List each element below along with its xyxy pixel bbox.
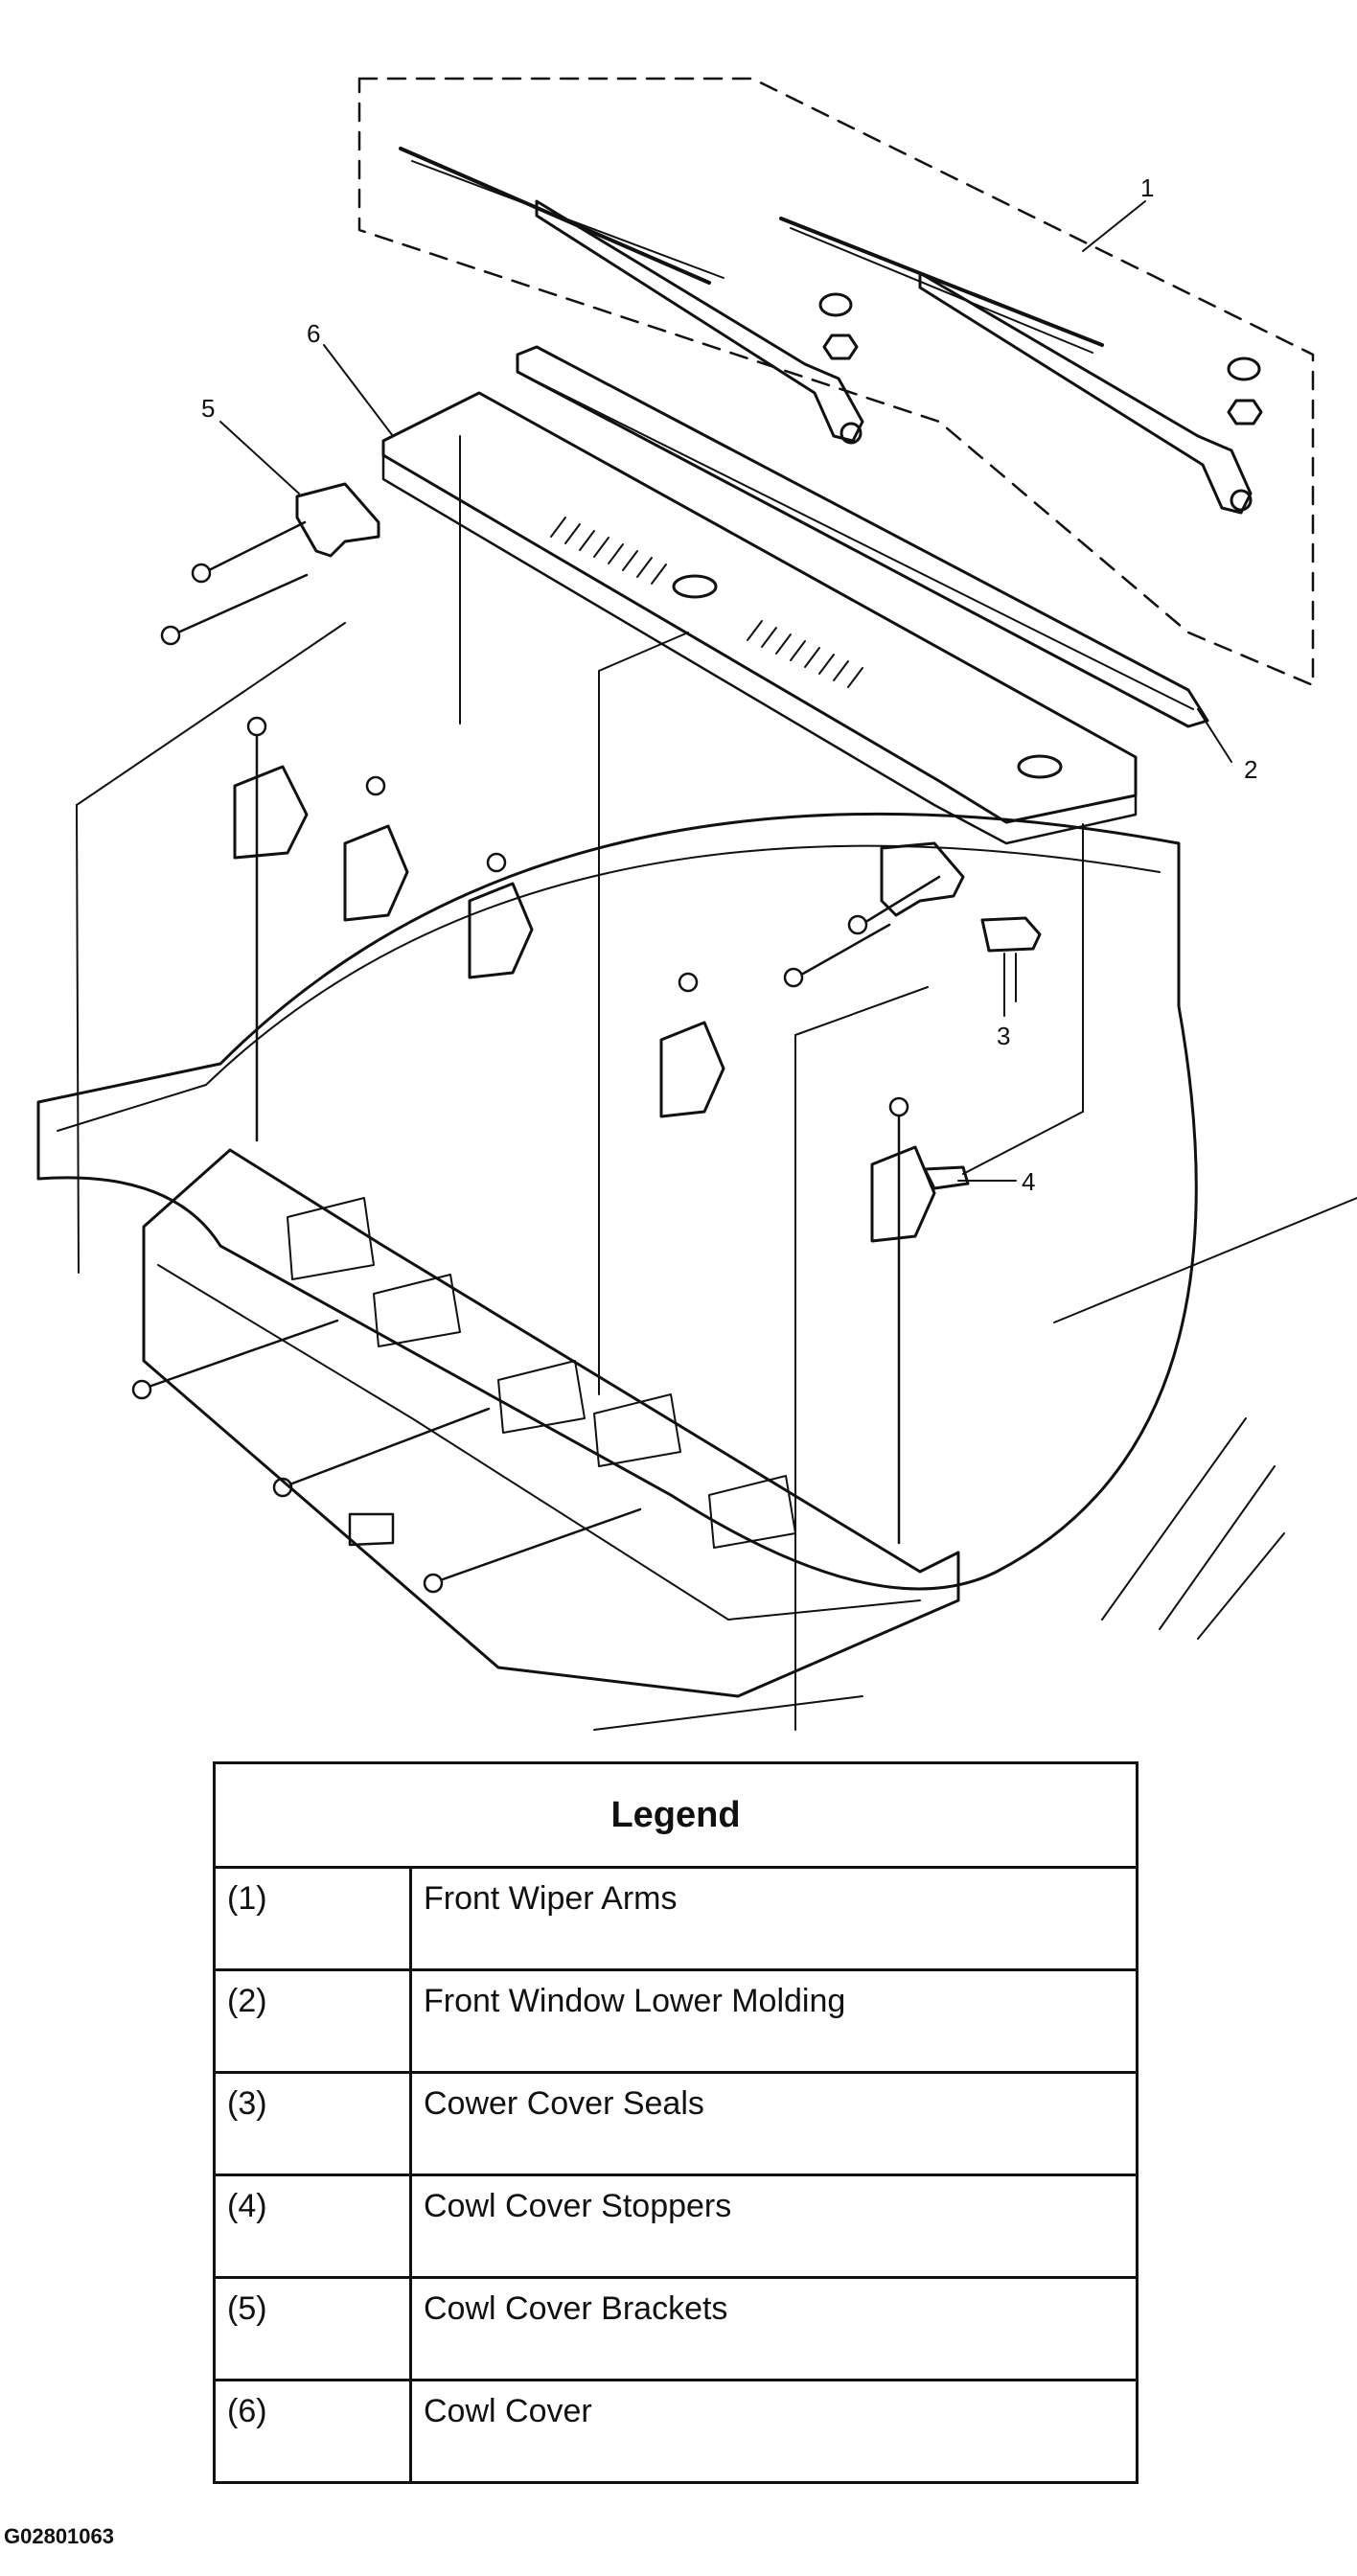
legend-row: (5) Cowl Cover Brackets bbox=[213, 2276, 1138, 2381]
legend-row: (1) Front Wiper Arms bbox=[213, 1866, 1138, 1971]
cowl-seal bbox=[980, 916, 1042, 953]
left-wiper-arm bbox=[399, 147, 864, 445]
callout-3: 3 bbox=[997, 1022, 1010, 1050]
wiper-nut-caps bbox=[818, 292, 1263, 426]
cowl-body bbox=[142, 1148, 960, 1698]
callout-5: 5 bbox=[201, 394, 215, 423]
legend-number: (1) bbox=[213, 1866, 412, 1971]
legend-number: (6) bbox=[213, 2379, 412, 2484]
legend-number: (3) bbox=[213, 2071, 412, 2176]
clip bbox=[348, 1512, 395, 1547]
callout-6: 6 bbox=[307, 319, 320, 348]
right-wiper-arm bbox=[779, 217, 1253, 515]
cowl-bracket-right bbox=[880, 841, 965, 917]
legend-label: Cower Cover Seals bbox=[409, 2071, 1138, 2176]
figure-id: G02801063 bbox=[4, 2524, 114, 2548]
callout-2: 2 bbox=[1244, 755, 1257, 784]
screws bbox=[131, 520, 941, 1594]
exploded-parts-diagram: 1 2 3 4 5 6 bbox=[36, 77, 1357, 1731]
legend-row: (3) Cower Cover Seals bbox=[213, 2071, 1138, 2176]
legend-label: Cowl Cover Stoppers bbox=[409, 2174, 1138, 2279]
cowl-cover bbox=[381, 391, 1138, 845]
windshield bbox=[36, 812, 1198, 1591]
callout-1: 1 bbox=[1140, 173, 1154, 202]
lower-molding bbox=[516, 345, 1209, 728]
cowl-stoppers bbox=[233, 765, 970, 1243]
legend-title: Legend bbox=[213, 1761, 1138, 1869]
callout-4: 4 bbox=[1022, 1167, 1035, 1196]
legend-label: Front Wiper Arms bbox=[409, 1866, 1138, 1971]
legend-number: (2) bbox=[213, 1968, 412, 2074]
legend-label: Cowl Cover bbox=[409, 2379, 1138, 2484]
legend-table: Legend (1) Front Wiper Arms (2) Front Wi… bbox=[213, 1761, 1138, 2484]
cowl-bracket-left bbox=[295, 482, 380, 558]
legend-number: (4) bbox=[213, 2174, 412, 2279]
legend-label: Cowl Cover Brackets bbox=[409, 2276, 1138, 2381]
legend-label: Front Window Lower Molding bbox=[409, 1968, 1138, 2074]
wiper-kit-boundary bbox=[357, 77, 1315, 687]
legend-number: (5) bbox=[213, 2276, 412, 2381]
legend-row: (4) Cowl Cover Stoppers bbox=[213, 2174, 1138, 2279]
legend-row: (6) Cowl Cover bbox=[213, 2379, 1138, 2484]
legend-row: (2) Front Window Lower Molding bbox=[213, 1968, 1138, 2074]
